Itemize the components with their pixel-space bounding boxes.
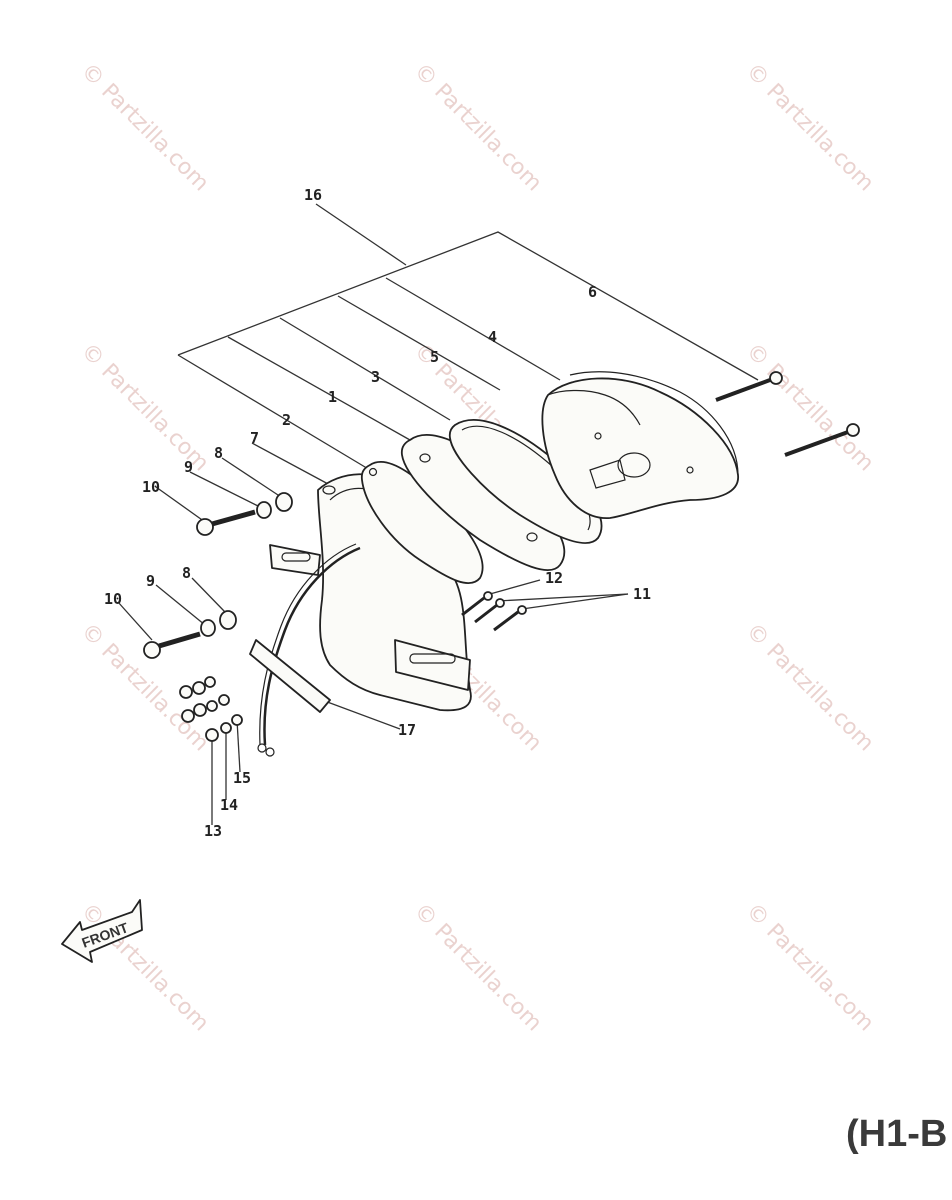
callout-4: 4 (488, 328, 497, 346)
watermark: © Partzilla.com (76, 339, 214, 477)
callout-15: 15 (233, 769, 251, 787)
watermark: © Partzilla.com (741, 619, 879, 757)
callout-8: 8 (214, 444, 223, 462)
watermark: © Partzilla.com (76, 59, 214, 197)
nut-washer-group (179, 676, 243, 742)
leader-lines (117, 203, 759, 825)
callout-10: 10 (142, 478, 160, 496)
bolt-set-lower (143, 610, 237, 659)
callout-2: 2 (282, 411, 291, 429)
watermark: © Partzilla.com (741, 899, 879, 1037)
page-code: (H1-B (846, 1113, 947, 1155)
callout-10-lower: 10 (104, 590, 122, 608)
callout-5: 5 (430, 348, 439, 366)
callout-6: 6 (588, 283, 597, 301)
callout-9: 9 (184, 458, 193, 476)
watermark: © Partzilla.com (409, 59, 547, 197)
callout-8-lower: 8 (182, 564, 191, 582)
watermark: © Partzilla.com (741, 59, 879, 197)
callout-1: 1 (328, 388, 337, 406)
callout-7: 7 (250, 429, 259, 447)
bolt-set-upper (196, 492, 293, 536)
callout-labels: 16 6 4 5 3 1 2 7 8 9 10 8 9 10 12 11 17 … (104, 186, 651, 840)
screw-6 (715, 371, 860, 457)
watermark: © Partzilla.com (409, 899, 547, 1037)
callout-12: 12 (545, 569, 563, 587)
callout-9-lower: 9 (146, 572, 155, 590)
callout-11: 11 (633, 585, 651, 603)
callout-17: 17 (398, 721, 416, 739)
screw-11 (461, 591, 527, 632)
tail-lamp-lens (541, 371, 739, 519)
callout-3: 3 (371, 368, 380, 386)
wire-harness (249, 543, 361, 757)
callout-16: 16 (304, 186, 322, 204)
callout-14: 14 (220, 796, 238, 814)
watermark: © Partzilla.com (76, 899, 214, 1037)
callout-13: 13 (204, 822, 222, 840)
watermark: © Partzilla.com (741, 339, 879, 477)
